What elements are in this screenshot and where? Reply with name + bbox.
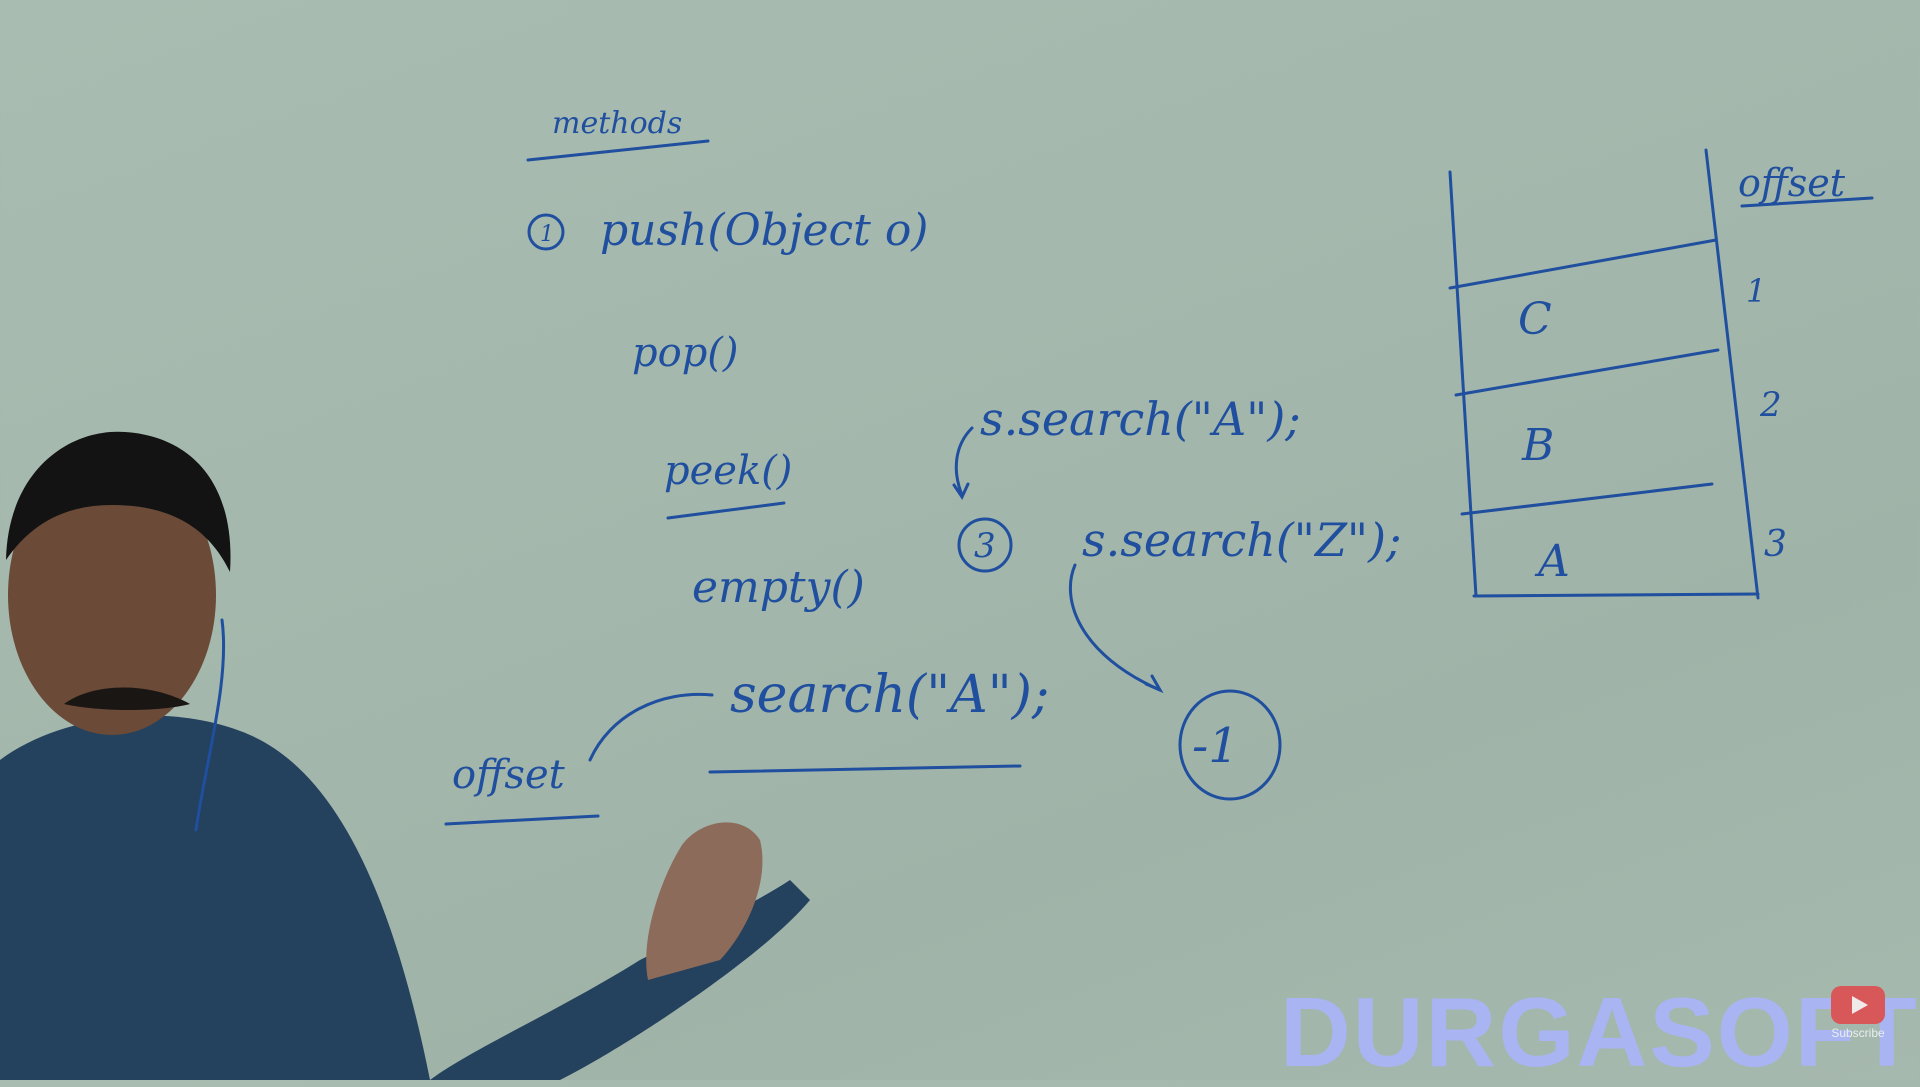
search-example-z: s.search("Z"); [1082, 513, 1402, 567]
stack-item-b: B [1521, 420, 1554, 471]
stack-offset-3: 3 [1764, 524, 1787, 565]
subscribe-button[interactable]: Subscribe [1826, 986, 1890, 1040]
stack-item-c: C [1518, 294, 1552, 345]
search-example-a: s.search("A"); [980, 392, 1301, 446]
method-peek: peek() [664, 448, 792, 494]
result-circle-neg1 [1178, 689, 1282, 801]
offset-label: offset [452, 752, 566, 798]
result-neg1: -1 [1192, 718, 1239, 774]
stack-offset-header: offset [1738, 161, 1846, 205]
result-circle-3 [957, 517, 1013, 573]
item-number: 1 [540, 222, 554, 247]
subscribe-label: Subscribe [1831, 1026, 1885, 1040]
method-empty: empty() [692, 562, 865, 613]
stack-offset-1: 1 [1746, 272, 1766, 310]
channel-watermark: DURGASOFT [1280, 977, 1919, 1087]
methods-heading: methods [552, 106, 682, 141]
youtube-play-icon [1831, 986, 1885, 1024]
method-search: search("A"); [730, 665, 1049, 725]
stack-offset-2: 2 [1759, 385, 1782, 425]
method-pop: pop() [632, 330, 739, 376]
number-circle [527, 213, 565, 251]
stack-item-a: A [1534, 536, 1570, 587]
presenter [0, 431, 810, 1080]
result-3: 3 [974, 526, 996, 566]
method-push: push(Object o) [600, 205, 928, 256]
stack-diagram: C B A [1448, 148, 1760, 600]
